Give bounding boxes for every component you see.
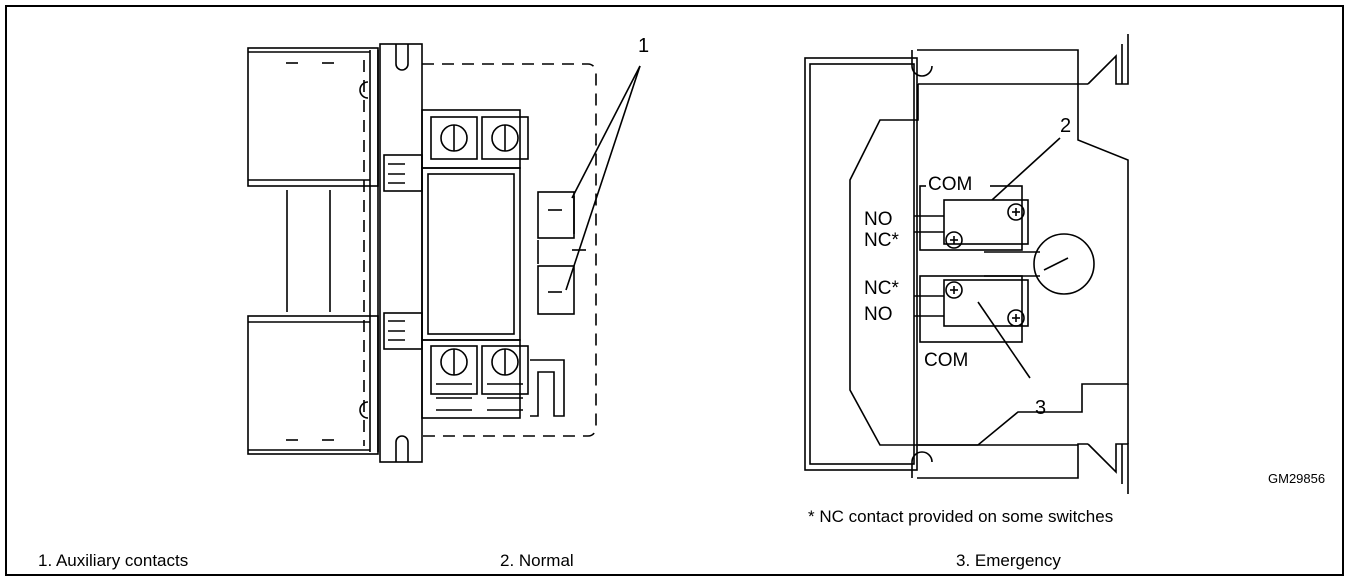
transfer-switch-side-view [247,43,597,463]
label-com-bottom: COM [924,350,968,371]
figure-frame [5,5,1344,576]
side-plate [804,57,918,471]
caption-3: 3. Emergency [956,551,1061,570]
label-com-top: COM [928,174,972,195]
upper-housing [247,47,379,187]
callout-3: 3 [1035,397,1046,419]
caption-2: 2. Normal [500,551,574,570]
microswitch-upper [919,185,1023,251]
aux-contact-upper [537,191,575,239]
label-no-bottom: NO [864,304,893,325]
label-no-top: NO [864,209,893,230]
figure-id: GM29856 [1268,471,1326,486]
microswitch-lower [919,275,1023,343]
footnote: * NC contact provided on some switches [808,507,1114,526]
callout-2: 2 [1060,115,1071,137]
label-nc-top: NC* [864,230,899,251]
position-switch-view [804,34,1129,494]
lower-housing [247,315,379,455]
aux-contact-lower [537,265,575,315]
label-nc-bottom: NC* [864,278,899,299]
callout-1: 1 [638,35,649,57]
actuator-cam [1033,233,1095,295]
caption-1: 1. Auxiliary contacts [38,551,189,570]
